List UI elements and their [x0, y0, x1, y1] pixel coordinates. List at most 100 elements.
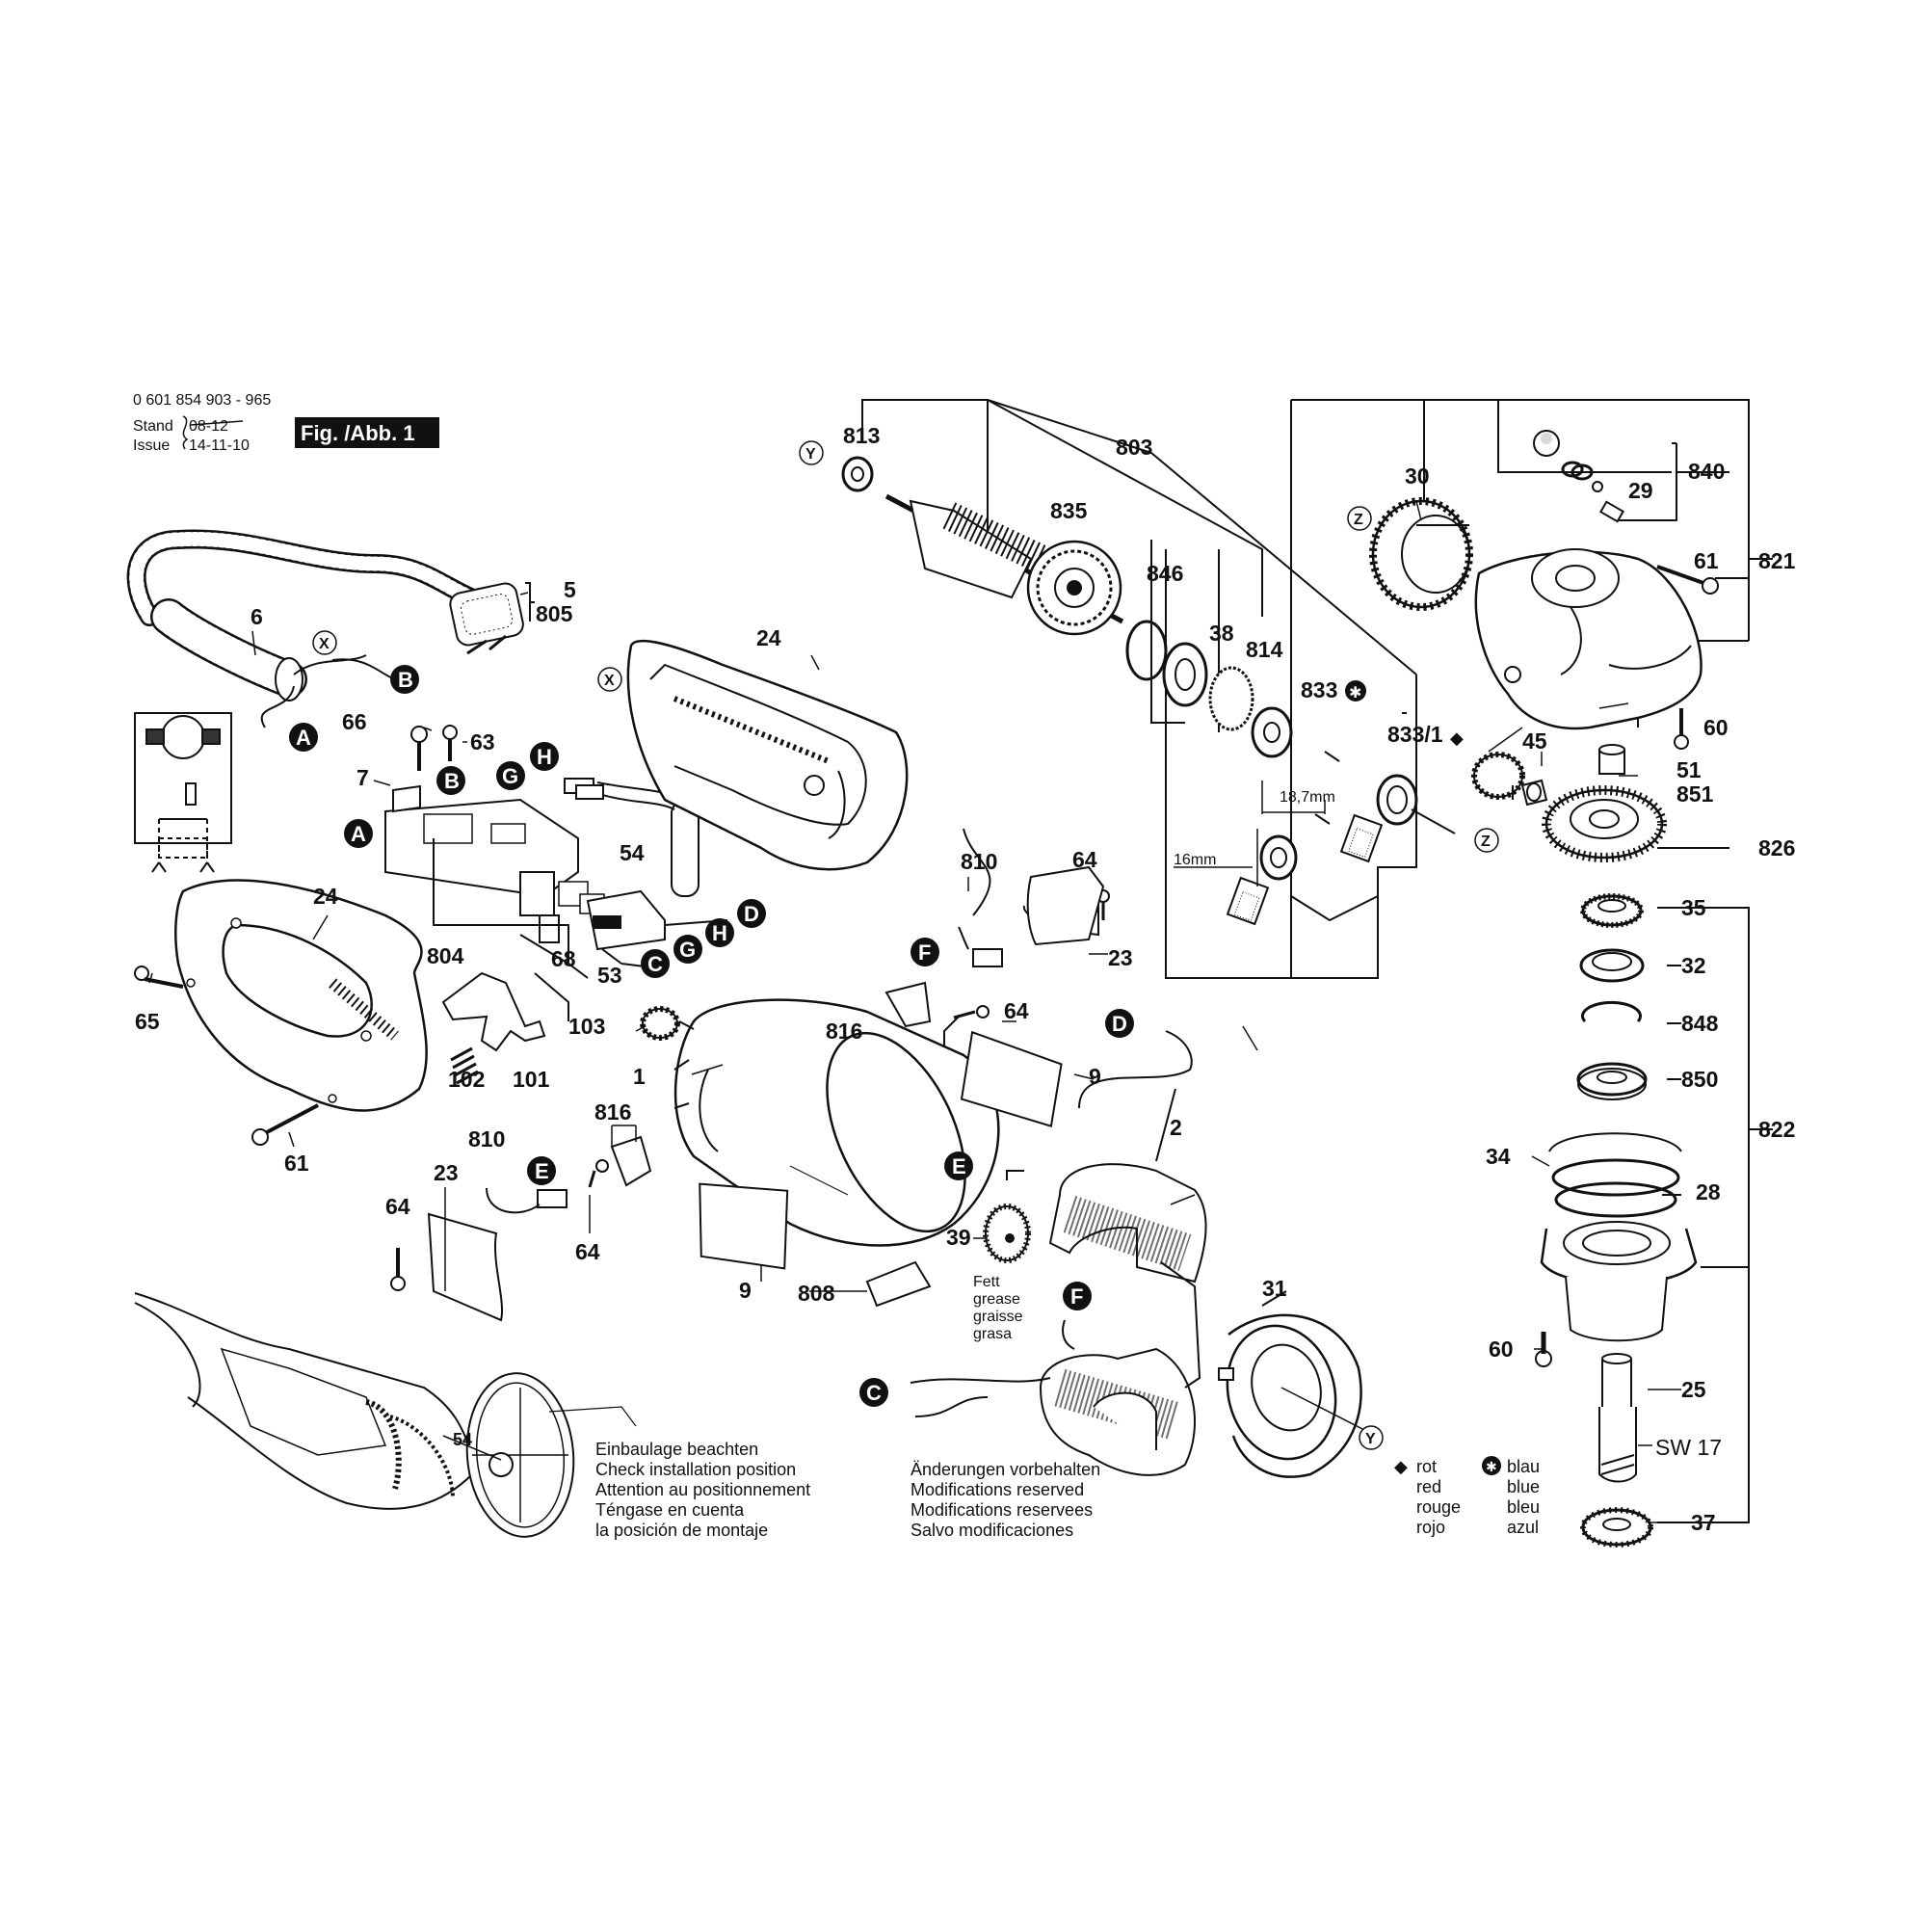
- svg-text:Salvo modificaciones: Salvo modificaciones: [911, 1521, 1073, 1540]
- screw-icon: [410, 726, 428, 771]
- connector-badge-d: D: [737, 899, 766, 928]
- part-label: 826: [1758, 835, 1795, 860]
- part-label: 28: [1696, 1179, 1721, 1204]
- part-label: 846: [1147, 561, 1183, 586]
- ref-marker-z: Z: [1474, 828, 1499, 853]
- brush-holders: [537, 887, 1099, 1208]
- wiring-leads: [486, 828, 1193, 1417]
- svg-text:azul: azul: [1507, 1518, 1539, 1537]
- screw-icon: [588, 1159, 609, 1188]
- part-label: 814: [1246, 637, 1283, 662]
- wiring-schematic: [134, 712, 232, 873]
- svg-text:bleu: bleu: [1507, 1497, 1540, 1517]
- svg-text:X: X: [319, 636, 330, 652]
- suppressor-capacitor: [564, 778, 700, 897]
- figure-badge: [295, 417, 439, 448]
- part-label: 37: [1691, 1510, 1716, 1535]
- part-label: 805: [536, 601, 573, 626]
- bearing-set: [1125, 620, 1456, 926]
- part-label: 6: [251, 604, 263, 629]
- svg-text:X: X: [604, 673, 615, 689]
- svg-text:H: H: [537, 745, 552, 769]
- needle-sleeve-icon: [1339, 813, 1384, 863]
- connector-badges: B A B A H G D H G C F D E E F C: [289, 665, 1134, 1407]
- carbon-brush-icon: [537, 1189, 568, 1208]
- screw-icon: [1535, 1332, 1552, 1367]
- part-label: 810: [468, 1126, 505, 1151]
- switch-module: [384, 725, 605, 979]
- svg-text:Check installation position: Check installation position: [595, 1460, 796, 1479]
- terminal-block: [586, 889, 728, 969]
- part-label: 7: [356, 765, 369, 790]
- dimension-label: 16mm: [1174, 852, 1216, 868]
- svg-text:grasa: grasa: [973, 1326, 1012, 1342]
- part-label: 63: [470, 729, 495, 754]
- part-label: 822: [1758, 1117, 1795, 1142]
- spacer-51: [1598, 744, 1625, 775]
- blue-star-icon: ✱: [1345, 680, 1366, 701]
- svg-text:graisse: graisse: [973, 1309, 1023, 1325]
- armature-rotor: [884, 493, 1124, 636]
- svg-text:rot: rot: [1416, 1457, 1437, 1476]
- svg-text:D: D: [744, 902, 759, 926]
- ref-marker-y: Y: [1359, 1425, 1384, 1450]
- red-diamond-icon: ◆: [1394, 1457, 1408, 1476]
- part-label: 850: [1681, 1067, 1718, 1092]
- strain-relief-icon: [260, 654, 396, 728]
- part-label: 9: [1089, 1064, 1101, 1089]
- ref-marker-y: Y: [799, 440, 824, 465]
- ref-marker-x: X: [597, 667, 622, 692]
- svg-text:B: B: [398, 668, 413, 692]
- spindle-flange-stack: [1540, 893, 1698, 1548]
- svg-text:✱: ✱: [1349, 685, 1361, 701]
- connector-badge-e: E: [527, 1156, 556, 1185]
- svg-text:H: H: [712, 921, 727, 945]
- part-label: 833: [1301, 677, 1337, 702]
- part-label: 23: [1108, 945, 1133, 970]
- part-label: 24: [756, 625, 781, 650]
- svg-text:grease: grease: [973, 1291, 1020, 1308]
- connector-badge-c: C: [859, 1378, 888, 1407]
- field-stator: [1039, 1088, 1207, 1476]
- stand-label: Stand: [133, 418, 173, 435]
- grease-bearing-39: [983, 1204, 1031, 1263]
- part-label: 39: [946, 1225, 971, 1250]
- svg-text:C: C: [647, 952, 663, 976]
- part-label: 101: [513, 1067, 550, 1092]
- part-label: 9: [739, 1278, 752, 1303]
- part-label: 821: [1758, 548, 1796, 573]
- part-label: 2: [1170, 1115, 1182, 1140]
- stand-strikeout: [190, 420, 244, 426]
- part-label: 835: [1050, 498, 1088, 523]
- svg-text:E: E: [535, 1159, 549, 1183]
- screw-icon: [251, 1103, 319, 1146]
- connector-badge-e: E: [944, 1151, 973, 1180]
- part-label: 53: [597, 963, 622, 988]
- end-shield: [1218, 1290, 1367, 1478]
- part-label: 54: [453, 1430, 472, 1449]
- svg-text:F: F: [918, 940, 931, 965]
- part-label: 24: [313, 884, 338, 909]
- part-label: 34: [1486, 1144, 1511, 1169]
- part-label: 5: [564, 577, 576, 602]
- part-label: 64: [385, 1194, 410, 1219]
- screw-icon: [953, 1005, 990, 1019]
- svg-text:Z: Z: [1354, 512, 1363, 528]
- part-label: 816: [826, 1019, 862, 1044]
- part-label: 61: [1694, 548, 1719, 573]
- part-label: 30: [1405, 463, 1430, 489]
- connector-badge-h: H: [530, 742, 559, 771]
- connector-badge-h: H: [705, 918, 734, 947]
- part-label: 813: [843, 423, 880, 448]
- pinion-gear: [1471, 752, 1548, 807]
- screw-icon: [442, 725, 458, 761]
- part-label: 68: [551, 946, 576, 971]
- part-label: 64: [1072, 847, 1097, 872]
- part-label: 816: [594, 1099, 631, 1125]
- ref-marker-z: Z: [1347, 506, 1372, 531]
- connector-badge-f: F: [1063, 1282, 1092, 1310]
- connector-badge-g: G: [496, 761, 525, 790]
- part-label: 65: [135, 1009, 160, 1034]
- svg-text:A: A: [351, 822, 366, 846]
- part-label: SW 17: [1655, 1435, 1722, 1460]
